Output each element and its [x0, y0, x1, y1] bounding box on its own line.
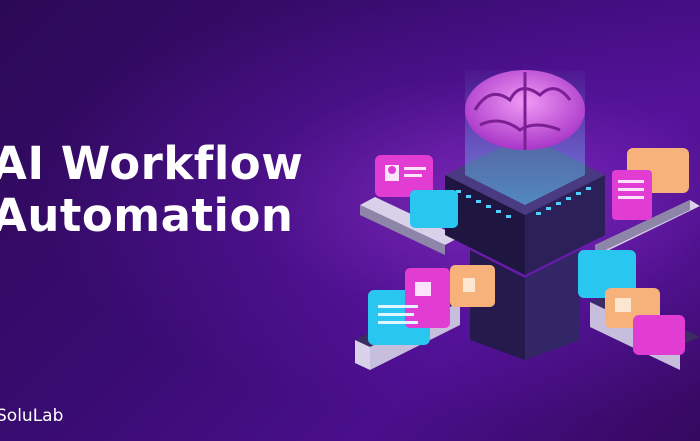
image-icon	[415, 282, 631, 312]
brain-icon	[465, 70, 585, 150]
title-line-2: Automation	[0, 189, 294, 242]
document-icon	[378, 180, 644, 324]
workflow-illustration	[355, 70, 700, 370]
page-title: AI Workflow Automation	[0, 138, 303, 242]
brand-logo: SoluLab	[0, 406, 64, 426]
title-line-1: AI Workflow	[0, 137, 304, 190]
user-profile-icon	[388, 166, 475, 292]
